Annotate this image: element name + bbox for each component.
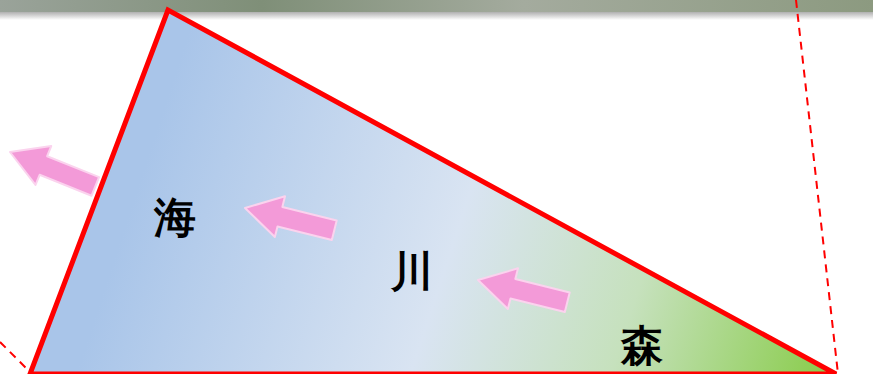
region-label: 森 — [621, 323, 663, 369]
region-label: 川 — [391, 249, 433, 295]
region-label: 海 — [154, 195, 196, 241]
